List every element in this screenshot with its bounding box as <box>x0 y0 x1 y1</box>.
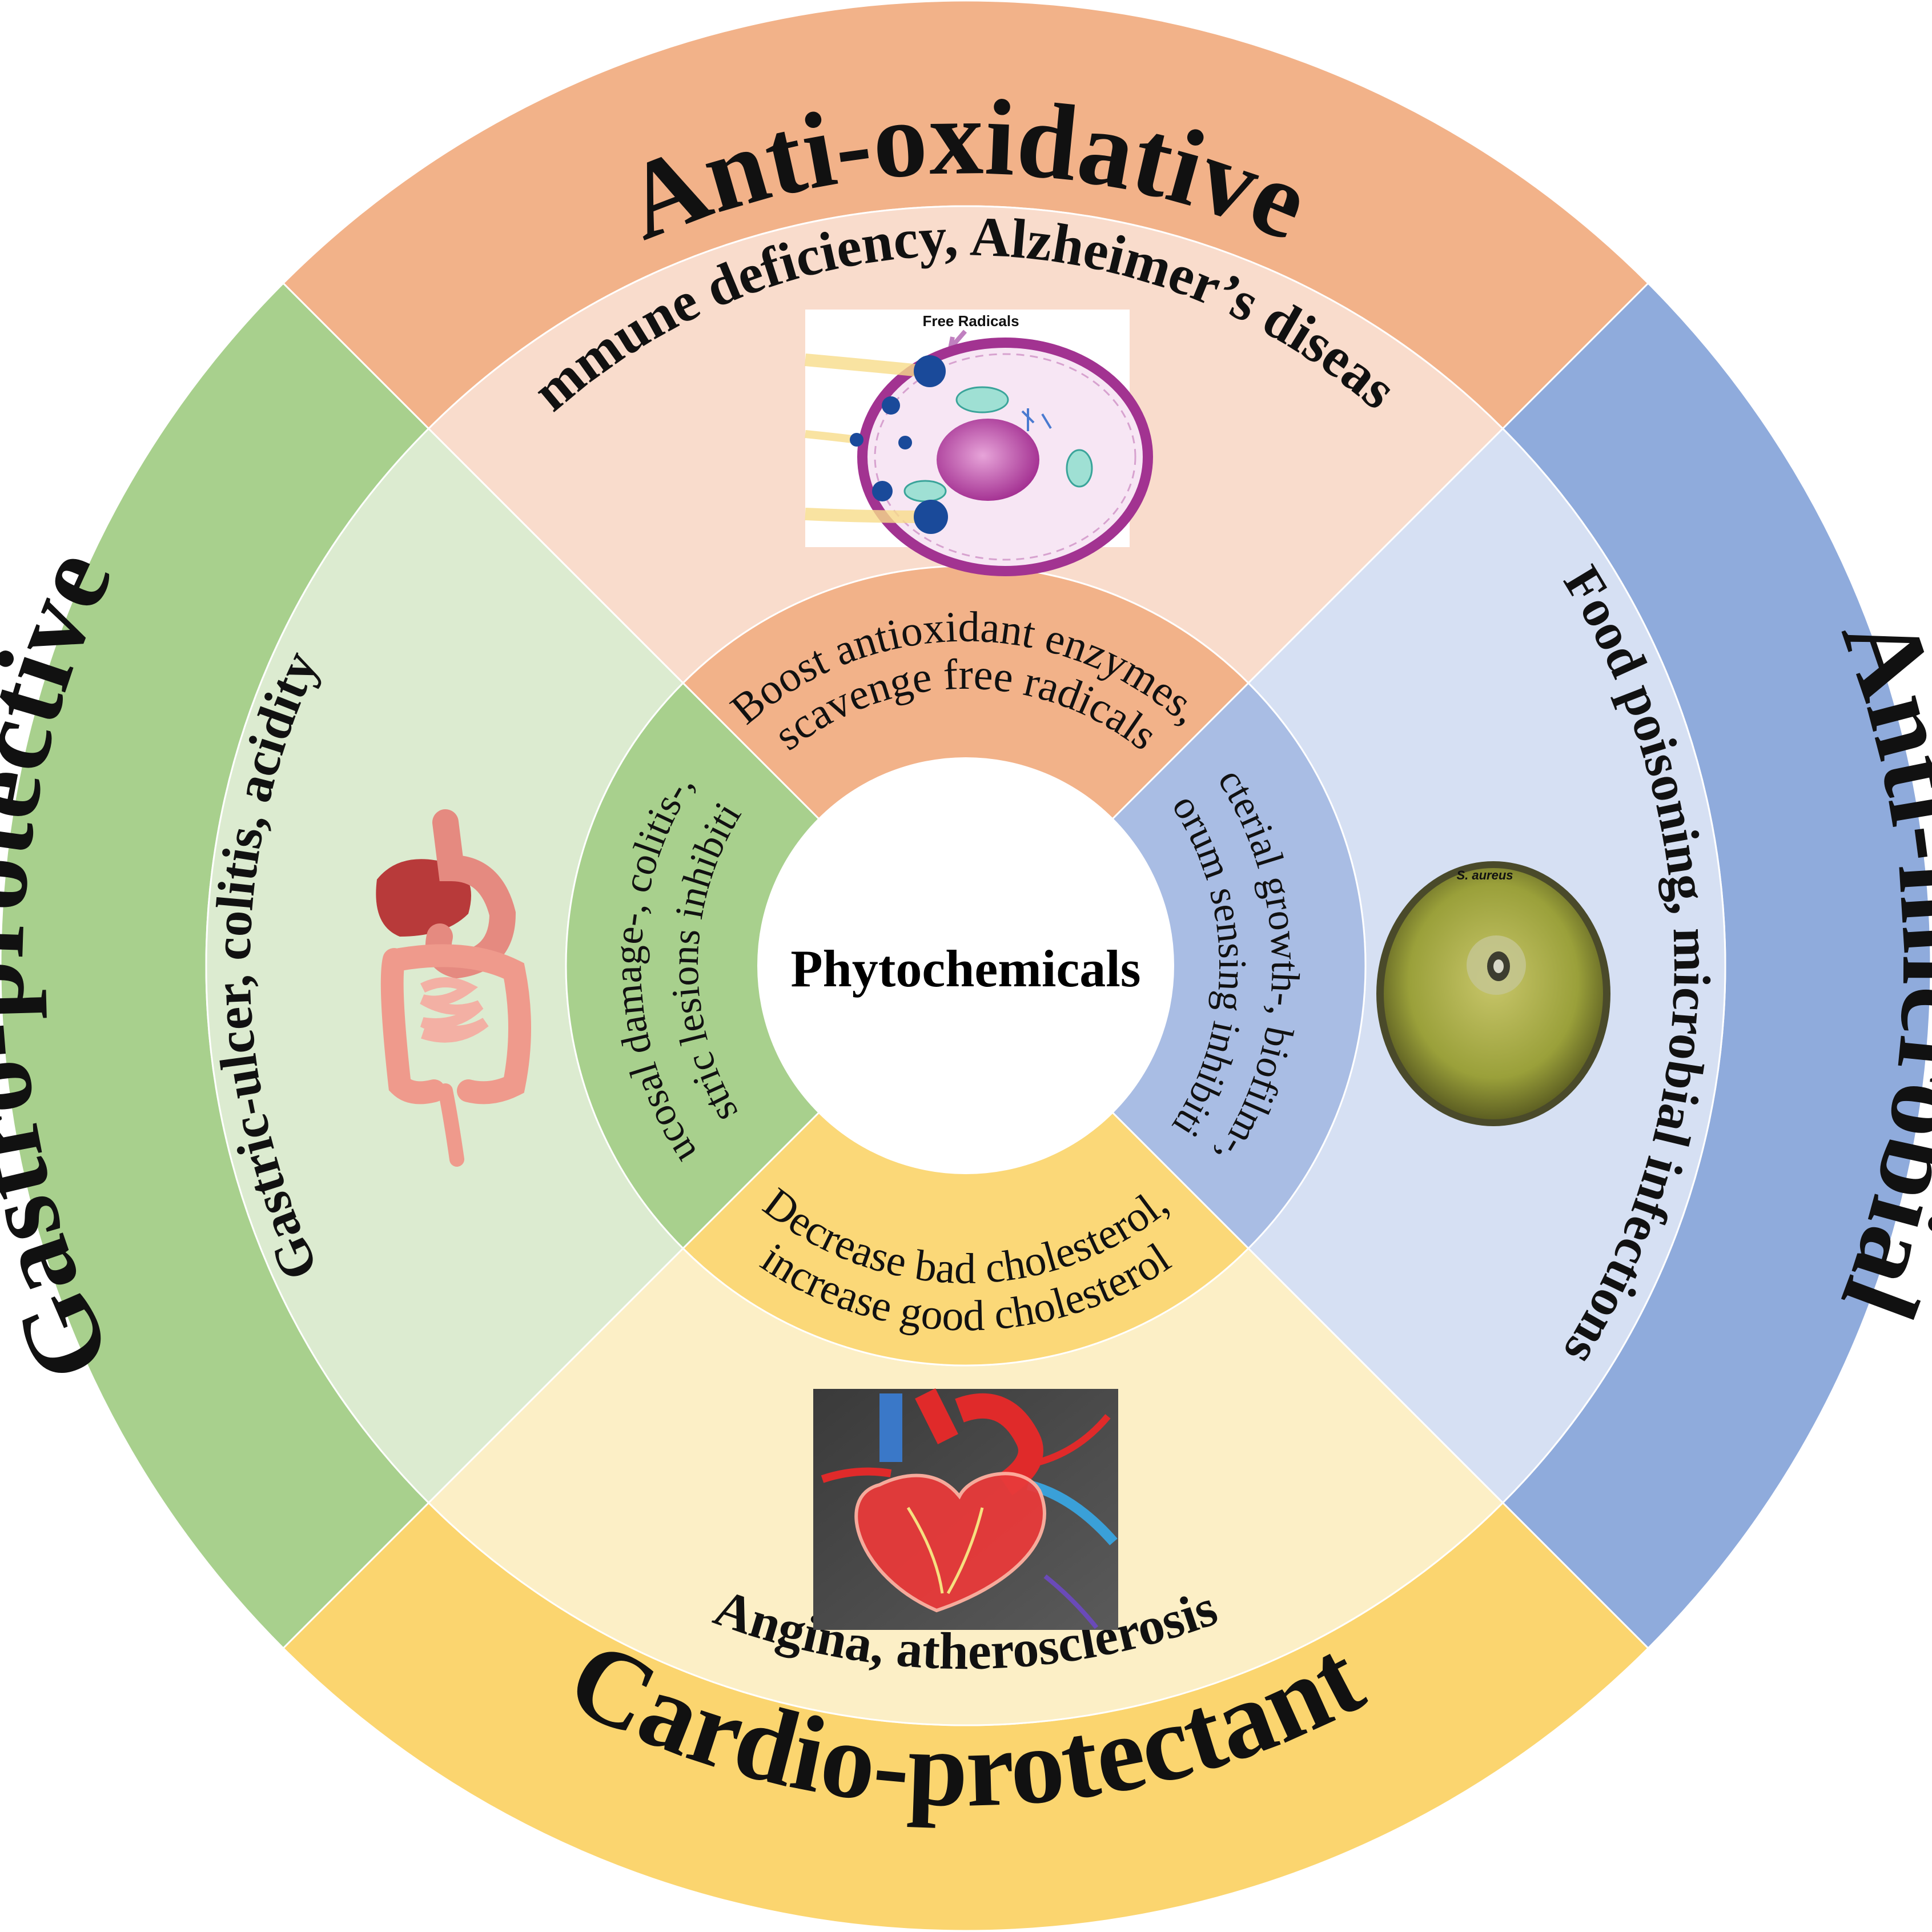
heart-icon <box>854 1472 1046 1613</box>
nucleus-icon <box>937 419 1039 501</box>
image-caption: Free Radicals <box>922 312 1019 330</box>
free-radical-icon <box>914 500 948 534</box>
digestive-system-illustration <box>376 809 531 1167</box>
small-intestine-icon <box>420 977 489 1043</box>
large-intestine-icon <box>380 944 531 1104</box>
mitochondria-icon <box>903 480 947 503</box>
free-radicals-cell-illustration: Free Radicals <box>805 310 1153 576</box>
free-radical-icon <box>914 355 946 387</box>
image-caption: S. aureus <box>1456 868 1513 882</box>
center-circle <box>757 757 1174 1174</box>
mitochondria-icon <box>955 386 1009 413</box>
free-radical-icon <box>882 396 900 415</box>
free-radical-icon <box>850 433 863 447</box>
heart-illustration <box>813 1388 1118 1630</box>
free-radical-icon <box>898 436 912 449</box>
center-label: Phytochemicals <box>790 939 1140 998</box>
mitochondria-icon <box>1066 449 1093 488</box>
free-radical-icon <box>872 481 893 501</box>
petri-dish-illustration: S. aureus <box>1376 861 1610 1126</box>
